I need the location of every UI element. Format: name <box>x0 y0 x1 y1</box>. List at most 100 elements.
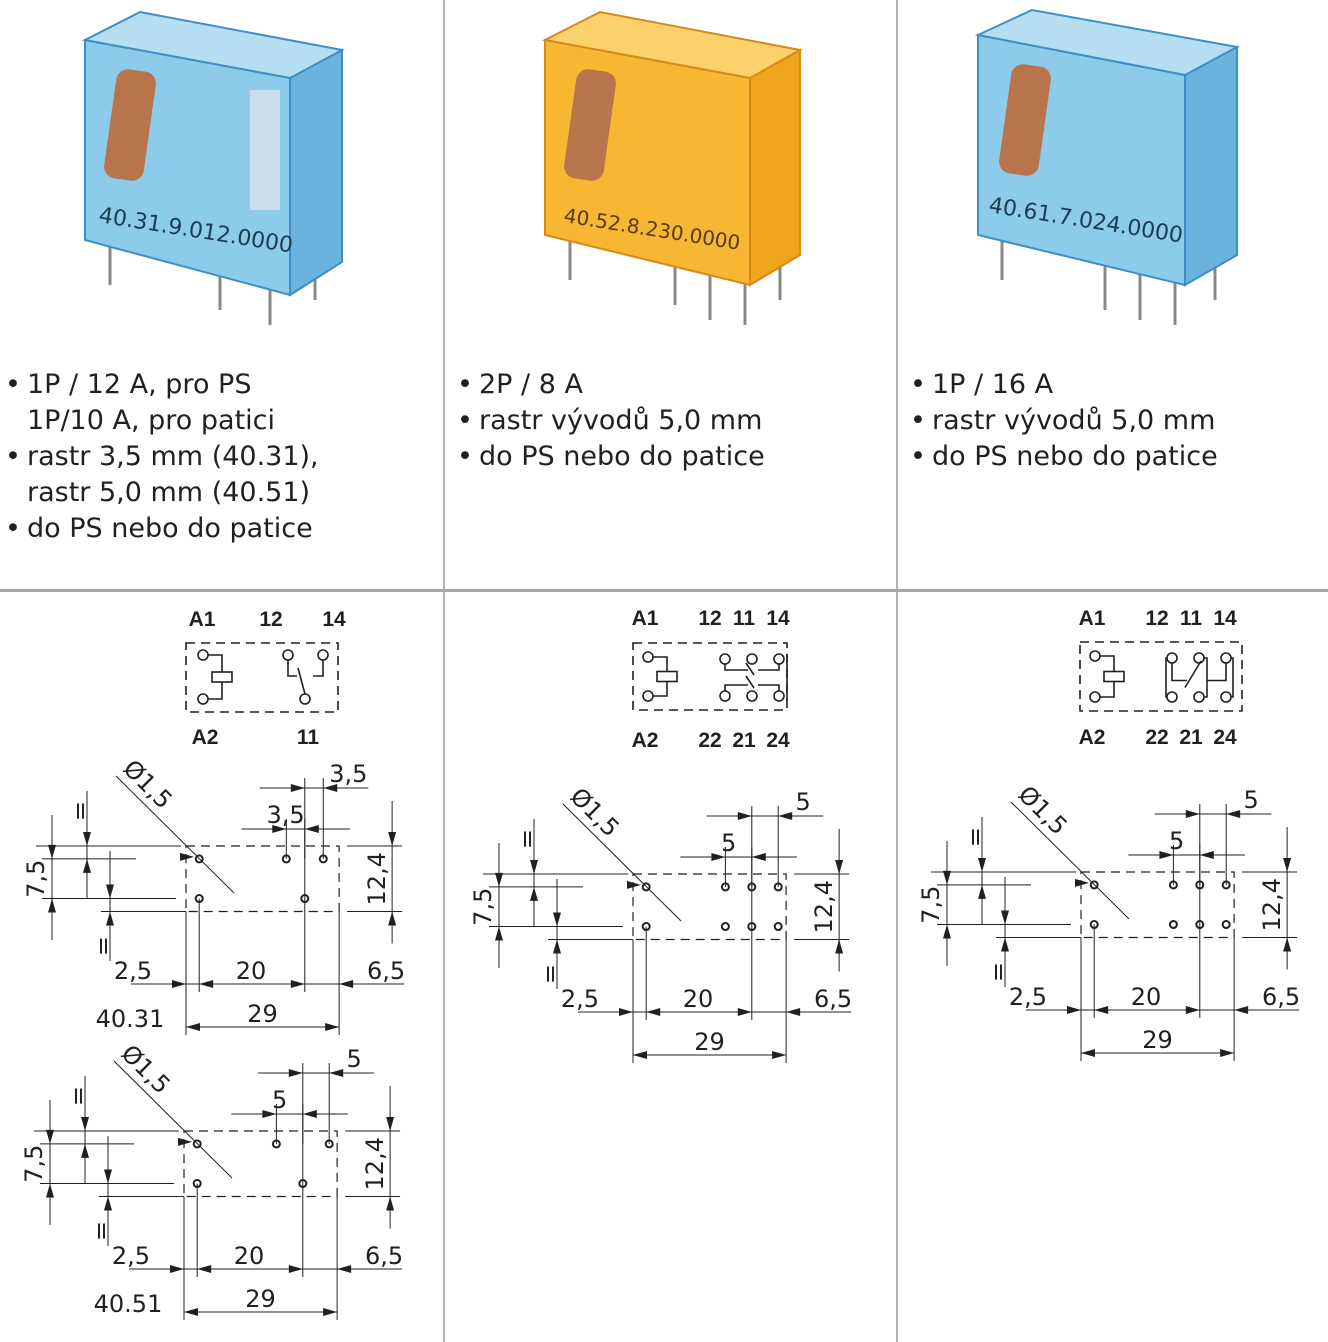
dimension-arrow <box>180 852 194 861</box>
terminal-circle <box>642 690 654 702</box>
dimension-arrow <box>553 939 561 954</box>
terminal-label: 11 <box>297 726 320 749</box>
column-pitch-label: 5 <box>347 1045 362 1073</box>
feature-item: do PS nebo do patice <box>910 439 1218 475</box>
pin-spacing-label: 20 <box>683 985 714 1013</box>
terminal-label: A1 <box>632 607 659 630</box>
dimension-arrow <box>83 832 91 846</box>
height-label: 12,4 <box>361 1137 389 1190</box>
dimension-arrow <box>627 880 641 889</box>
equal-mark: = <box>65 1086 93 1106</box>
dimension-arrow <box>530 886 538 901</box>
relay-outline <box>1080 871 1235 939</box>
dimension-arrow <box>1159 851 1174 859</box>
dimension-arrow <box>553 912 561 927</box>
dimension-arrow <box>495 872 503 887</box>
terminal-circle <box>1220 691 1232 703</box>
terminal-label: 12 <box>698 607 721 630</box>
relay-photo-40-61: 40.61.7.024.0000 <box>974 8 1240 325</box>
height-label: 12,4 <box>810 880 838 933</box>
terminal-label: 22 <box>1145 726 1168 749</box>
dimension-arrow <box>1199 851 1214 859</box>
terminal-circle <box>719 653 731 665</box>
dimension-arrow <box>772 1051 787 1059</box>
dimension-arrow <box>262 1110 277 1118</box>
dimension-arrow <box>1094 1006 1109 1014</box>
dimension-arrow <box>83 858 91 873</box>
pin-spacing-label: 20 <box>234 1242 265 1270</box>
dimension-arrow <box>1283 937 1292 952</box>
dimension-arrow <box>711 853 726 861</box>
contact-wire <box>724 664 748 671</box>
terminal-label: A2 <box>632 729 659 752</box>
dimension-arrow <box>1067 1006 1081 1014</box>
model-label: 40.51 <box>94 1290 163 1318</box>
feature-text: do PS nebo do patice <box>479 441 765 472</box>
dimension-arrow <box>104 1169 112 1184</box>
left-offset-label: 2,5 <box>1009 983 1047 1011</box>
dimension-arrow <box>106 911 114 926</box>
relay-outline <box>632 873 787 941</box>
terminal-circle <box>282 649 294 661</box>
hole-diameter-label: Ø1,5 <box>1013 780 1073 840</box>
terminal-label: 12 <box>1145 607 1168 630</box>
column-divider <box>443 0 445 1342</box>
width-label: 29 <box>245 1285 276 1313</box>
feature-text: 1P / 16 A <box>932 369 1054 400</box>
hole-leader <box>562 803 682 922</box>
dimension-arrow <box>1081 1049 1095 1057</box>
dimension-arrow <box>46 1183 54 1198</box>
coil-symbol <box>1103 670 1125 683</box>
height-label: 12,4 <box>363 852 391 905</box>
features-list-40-52: 2P / 8 A rastr vývodů 5,0 mm do PS nebo … <box>457 367 765 475</box>
coil-symbol <box>656 670 678 683</box>
dimension-arrow <box>386 1196 395 1211</box>
right-offset-label: 6,5 <box>365 1242 403 1270</box>
contact-wire <box>313 660 324 677</box>
dimension-arrow <box>1226 810 1241 818</box>
terminal-circle <box>299 693 311 705</box>
dimension-arrow <box>288 1069 303 1077</box>
pin-pitch-vertical-label: 7,5 <box>917 886 945 924</box>
column-pitch-label: 5 <box>796 788 811 816</box>
dimension-arrow <box>323 784 338 792</box>
equal-mark: = <box>88 1221 116 1241</box>
terminal-circle <box>1166 652 1178 664</box>
contact-wire <box>287 660 297 677</box>
equal-mark: = <box>67 801 95 821</box>
left-offset-label: 2,5 <box>114 957 152 985</box>
dimension-arrow <box>339 980 354 988</box>
feature-text: rastr 5,0 mm (40.51) <box>27 477 311 508</box>
terminal-label: 21 <box>732 729 756 752</box>
terminal-label: 14 <box>766 607 790 630</box>
column-pitch-label: 5 <box>721 829 736 857</box>
contact-wire <box>724 684 748 691</box>
left-offset-label: 2,5 <box>112 1242 150 1270</box>
dimension-arrow <box>290 784 305 792</box>
contact-blade <box>297 667 306 695</box>
hole-leader <box>113 1060 233 1179</box>
terminal-circle <box>1193 691 1205 703</box>
hole-diameter-label: Ø1,5 <box>116 1039 176 1099</box>
contact-blade <box>1184 660 1202 688</box>
dimension-arrow <box>751 853 766 861</box>
dimension-arrow <box>737 1008 752 1016</box>
dimension-arrow <box>302 1110 317 1118</box>
dimension-arrow <box>170 1265 184 1273</box>
column-pitch-label: 5 <box>1244 786 1259 814</box>
feature-item: do PS nebo do patice <box>5 511 319 547</box>
dimension-arrow <box>1001 910 1009 925</box>
contact-wire <box>1165 657 1167 698</box>
terminal-label: 21 <box>1179 726 1203 749</box>
pin-hole <box>720 922 730 932</box>
equal-mark: = <box>962 827 990 847</box>
terminal-circle <box>773 690 785 702</box>
terminal-label: 12 <box>259 608 282 631</box>
terminal-circle <box>1193 652 1205 664</box>
